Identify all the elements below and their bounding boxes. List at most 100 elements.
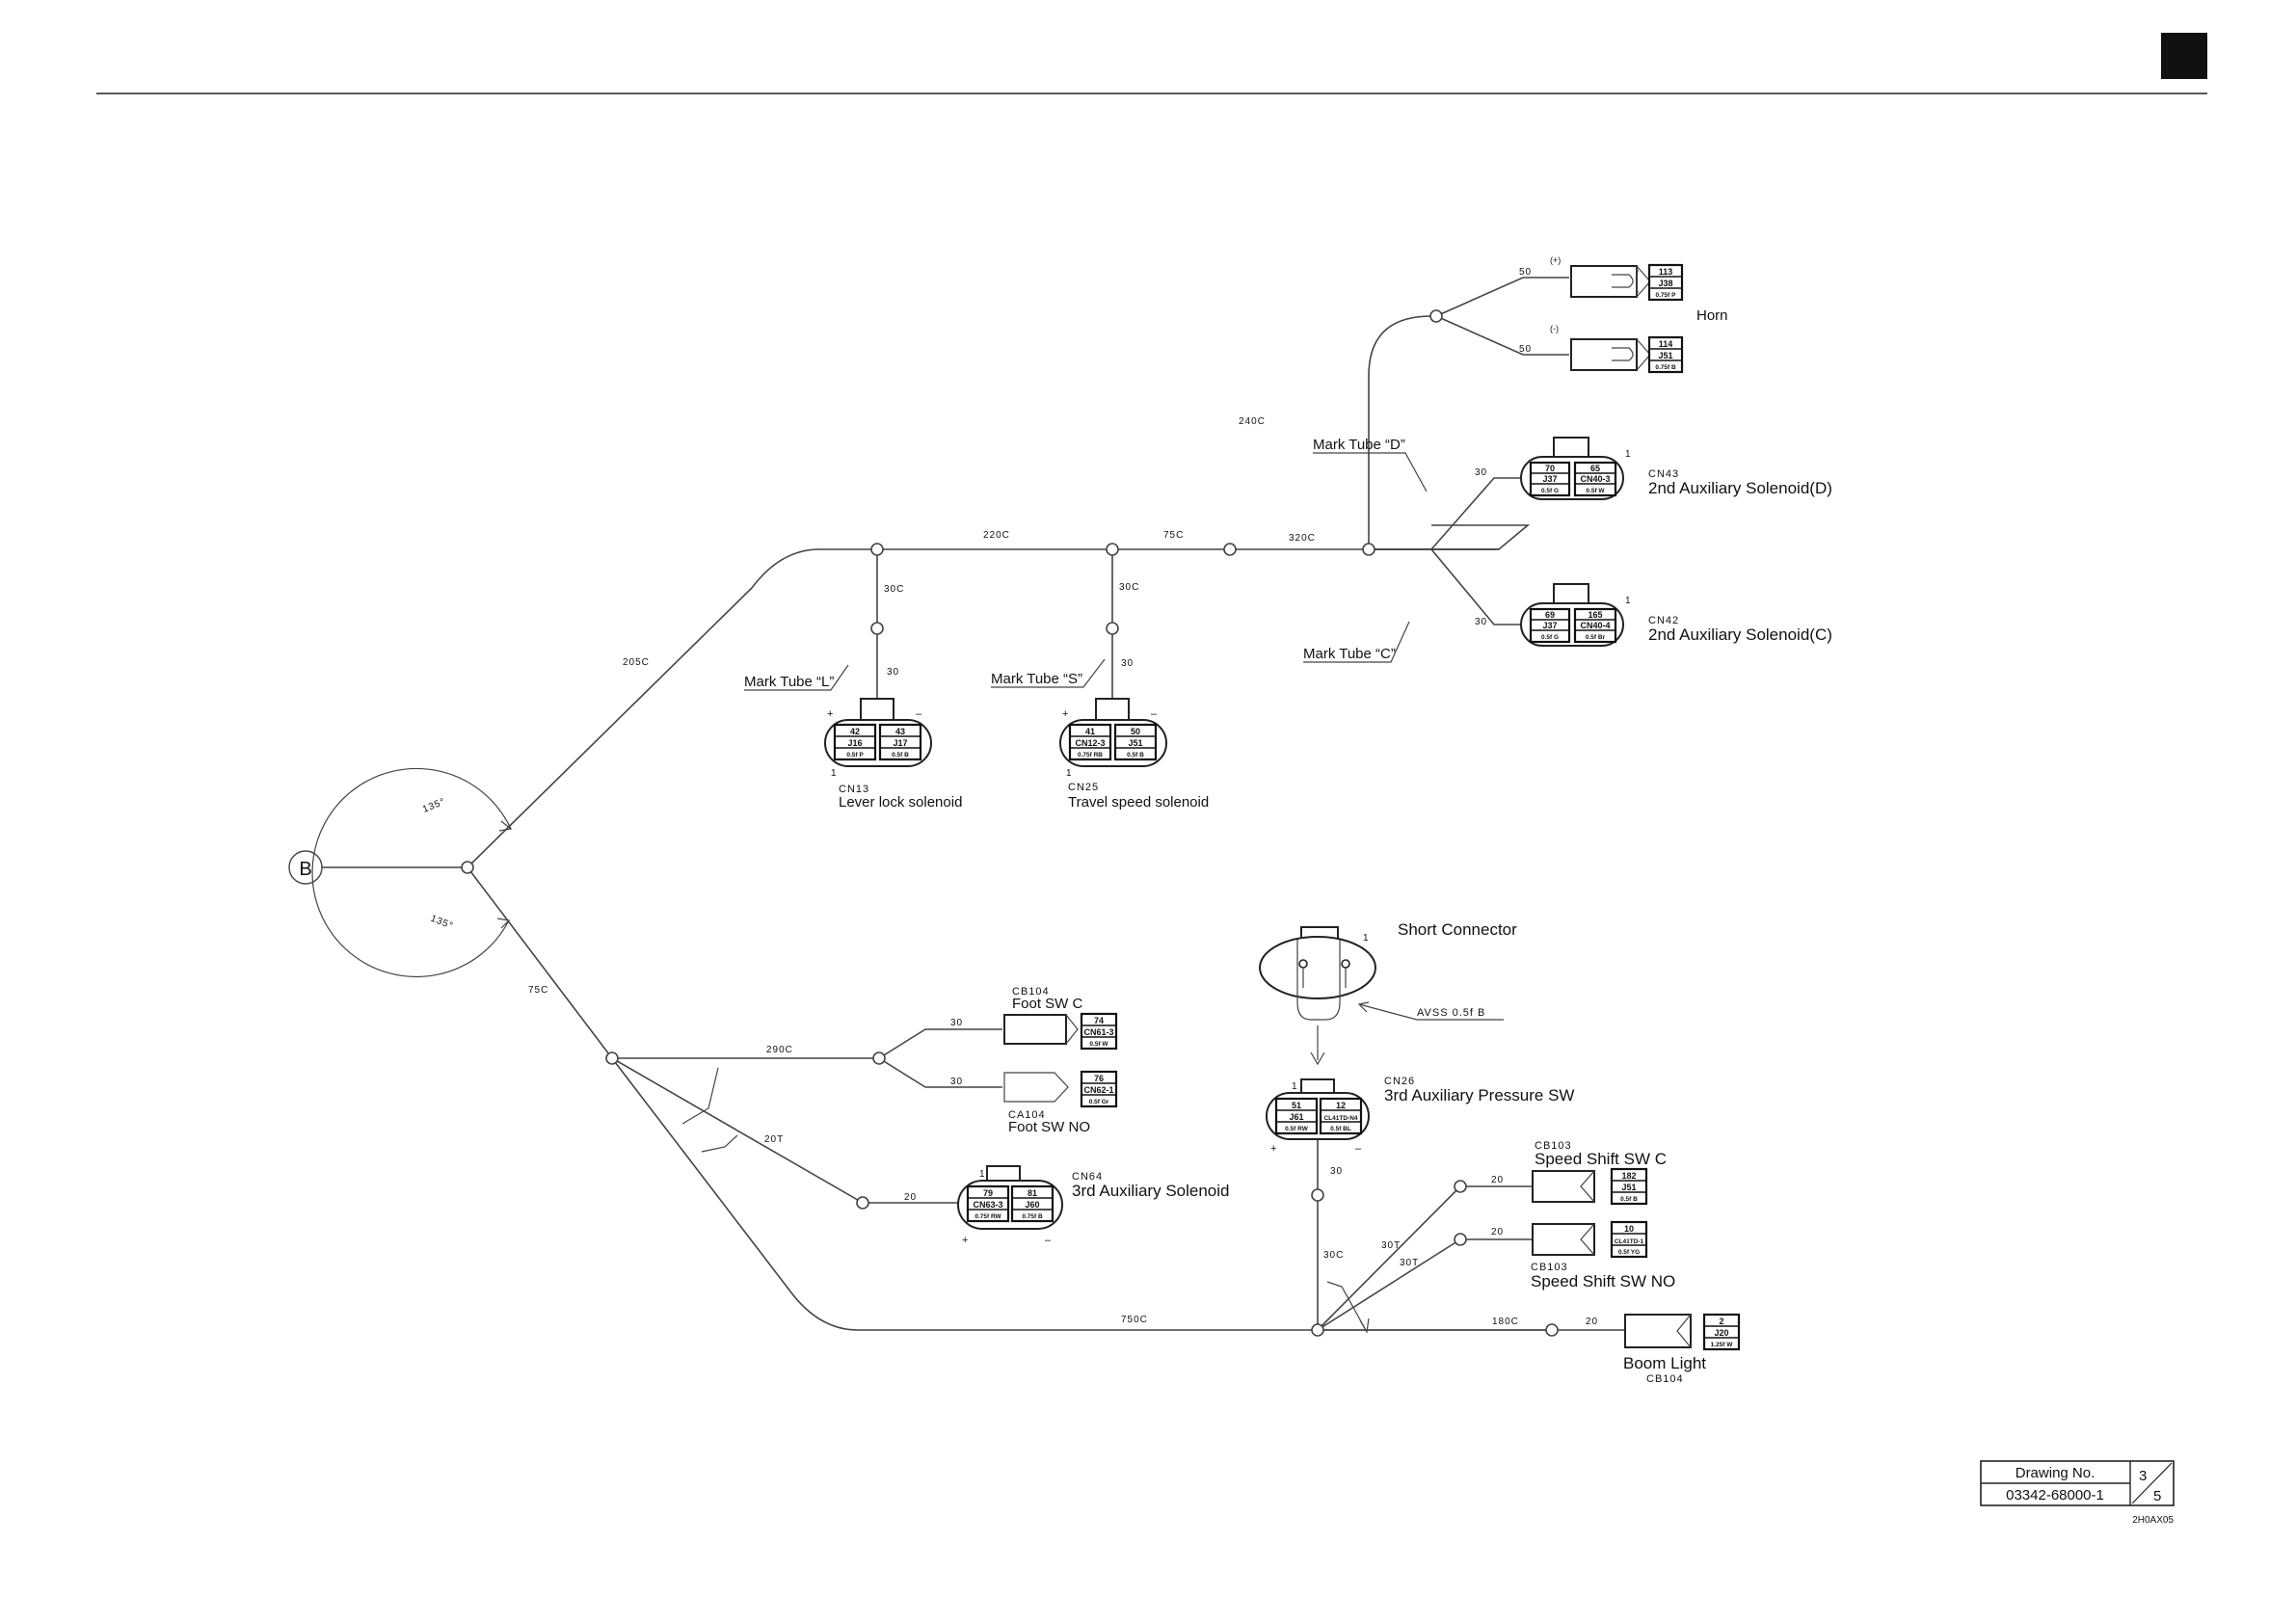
cn43-pin-a-wire: 0.5f G: [1541, 488, 1559, 494]
doc-code: 2H0AX05: [2132, 1515, 2174, 1526]
len-30-l: 30: [887, 667, 899, 678]
cn64-one: 1: [979, 1169, 985, 1180]
speed-shift-sw-no-jc: CL41TD-1: [1615, 1238, 1644, 1245]
sheet-number: 3: [2139, 1468, 2147, 1484]
cn13-pin-b-jc: J17: [893, 738, 907, 748]
len-30c-s: 30C: [1119, 582, 1139, 593]
cn43-pin-b-wire: 0.5f W: [1586, 488, 1605, 494]
foot-sw-no: 76 CN62-1 0.5f Gr CA104 Foot SW NO: [1003, 1070, 1118, 1135]
cn25-code: CN25: [1068, 782, 1099, 793]
speed-shift-sw-c-wire: 0.5f B: [1620, 1196, 1638, 1203]
len-50-minus: 50: [1519, 344, 1532, 355]
cn26-pin-a-num: 51: [1292, 1101, 1301, 1110]
len-20t: 20T: [764, 1134, 784, 1145]
cn25-plus: +: [1062, 708, 1068, 720]
cn42-pin-b: 165 CN40-4 0.5f Br: [1573, 607, 1617, 644]
junction-nodes: [461, 309, 1559, 1337]
cn43-name: 2nd Auxiliary Solenoid(D): [1648, 479, 1832, 497]
foot-sw-c-jc: CN61-3: [1083, 1027, 1113, 1037]
boom-light: 2 J20 1.25f W Boom Light CB104: [1623, 1313, 1741, 1385]
cn64-pin-a-jc: CN63-3: [973, 1200, 1002, 1210]
cn13-pin-b: 43 J17 0.5f B: [878, 723, 922, 761]
len-30c-vertical: 30C: [1323, 1250, 1344, 1261]
len-20-ssc: 20: [1491, 1175, 1504, 1185]
cn64-pin-a: 79 CN63-3 0.75f RW: [966, 1184, 1010, 1223]
cn25-pin-b-num: 50: [1131, 727, 1140, 736]
horn-plus-pinbox: 113 J38 0.75f P: [1647, 263, 1684, 302]
cn25-pin-a-jc: CN12-3: [1075, 738, 1105, 748]
cn26-pin-b-jc: CL41TD-N4: [1323, 1115, 1357, 1122]
len-30c-l: 30C: [884, 584, 904, 595]
boom-light-jc: J20: [1714, 1328, 1728, 1338]
horn-minus-sign: (-): [1550, 324, 1559, 333]
foot-sw-c-code: CB104: [1012, 986, 1050, 998]
speed-shift-sw-no-pinbox: 10 CL41TD-1 0.5f YG: [1610, 1220, 1648, 1259]
cn26-pin-b: 12 CL41TD-N4 0.5f BL: [1319, 1097, 1363, 1135]
cn13-plus: +: [827, 708, 833, 720]
len-750c: 750C: [1121, 1315, 1148, 1325]
cn25-pin-a-num: 41: [1085, 727, 1095, 736]
len-30t-2: 30T: [1400, 1258, 1419, 1268]
cn42-pin-b-jc: CN40-4: [1580, 621, 1610, 630]
cn42-pin-a-num: 69: [1545, 610, 1555, 620]
speed-shift-sw-c-pin: 182: [1621, 1171, 1636, 1181]
cn13-pin-b-wire: 0.5f B: [892, 752, 909, 758]
drawing-no-label: Drawing No.: [2016, 1465, 2096, 1481]
cn64-code: CN64: [1072, 1171, 1103, 1183]
cn26-pin-b-wire: 0.5f BL: [1330, 1126, 1351, 1132]
cn13-pin-a-num: 42: [850, 727, 860, 736]
speed-shift-sw-c-code: CB103: [1535, 1140, 1572, 1152]
speed-shift-sw-no-name: Speed Shift SW NO: [1531, 1272, 1675, 1290]
cn42-pin-a-jc: J37: [1542, 621, 1557, 630]
cn43-pin-a-jc: J37: [1542, 474, 1557, 484]
len-220c: 220C: [983, 530, 1010, 541]
speed-shift-sw-c-name: Speed Shift SW C: [1535, 1150, 1667, 1168]
cn26-pin-a: 51 J61 0.5f RW: [1274, 1097, 1319, 1135]
len-30t-1: 30T: [1381, 1240, 1401, 1251]
cn26-plus: +: [1270, 1143, 1276, 1155]
short-connector: 1 Short Connector AVSS 0.5f B: [1259, 920, 1517, 1066]
foot-sw-c: CB104 Foot SW C 74 CN61-3 0.5f W: [1003, 986, 1118, 1051]
cn42-name: 2nd Auxiliary Solenoid(C): [1648, 625, 1832, 644]
foot-sw-no-name: Foot SW NO: [1008, 1119, 1090, 1135]
cn13-connector: 42 J16 0.5f P 43 J17 0.5f B + – 1 CN13 L…: [824, 698, 962, 811]
aux2-fan: [1371, 477, 1521, 625]
speed-shift-sw-no-code: CB103: [1531, 1262, 1568, 1273]
cn25-pin-a: 41 CN12-3 0.75f RB: [1068, 723, 1112, 761]
len-30-d: 30: [1475, 467, 1487, 478]
wire-length-labels: 205C 220C 75C 320C 240C 50 50 30 30 30C …: [528, 267, 1598, 1327]
cn13-code: CN13: [839, 784, 869, 795]
len-320c: 320C: [1289, 533, 1316, 544]
speed-shift-sw-no-wire: 0.5f YG: [1618, 1249, 1640, 1256]
len-20-ssno: 20: [1491, 1227, 1504, 1237]
mark-tube-c: Mark Tube “C”: [1303, 646, 1396, 662]
cn42-connector: 69 J37 0.5f G 165 CN40-4 0.5f Br 1 CN42 …: [1520, 583, 1832, 647]
len-30-s: 30: [1121, 658, 1134, 669]
cn26-pin-b-num: 12: [1336, 1101, 1346, 1110]
cn43-code: CN43: [1648, 468, 1679, 480]
cn26-connector: 51 J61 0.5f RW 12 CL41TD-N4 0.5f BL 1 + …: [1266, 1076, 1574, 1155]
short-connector-one: 1: [1363, 933, 1369, 944]
sheet-total: 5: [2153, 1488, 2161, 1504]
cn43-pin-a-num: 70: [1545, 464, 1555, 473]
horn-plus-wire: 0.75f P: [1656, 292, 1677, 299]
cn42-pin-b-num: 165: [1588, 610, 1602, 620]
horn-plus-pin: 113: [1659, 267, 1673, 277]
drawing-number: 03342-68000-1: [2006, 1487, 2104, 1503]
len-30-fsc: 30: [950, 1018, 963, 1028]
cn13-pin-a: 42 J16 0.5f P: [833, 723, 877, 761]
foot-sw-no-code: CA104: [1008, 1109, 1046, 1121]
cn26-code: CN26: [1384, 1076, 1415, 1087]
cn26-pin-a-jc: J61: [1289, 1112, 1303, 1122]
cn42-code: CN42: [1648, 615, 1679, 626]
cn64-plus: +: [962, 1235, 968, 1246]
speed-shift-sw-c: CB103 Speed Shift SW C 182 J51 0.5f B: [1532, 1140, 1667, 1206]
branch-b: B 135° 135°: [288, 767, 513, 978]
cn13-pin-a-jc: J16: [847, 738, 862, 748]
cn43-pin-b-jc: CN40-3: [1580, 474, 1610, 484]
foot-sw-no-wire: 0.5f Gr: [1089, 1099, 1109, 1105]
boom-light-code: CB104: [1646, 1373, 1684, 1385]
horn-plus-sign: (+): [1550, 255, 1561, 265]
len-20-boom: 20: [1586, 1317, 1598, 1327]
cn42-one: 1: [1625, 596, 1631, 606]
